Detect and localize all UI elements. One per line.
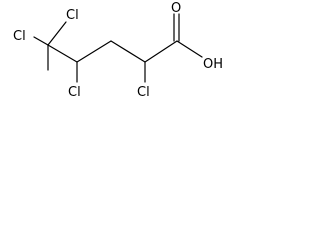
chemical-structure-diagram: Cl Cl Cl Cl O OH [13, 1, 223, 100]
atom-label-cl-left: Cl [13, 29, 26, 44]
atom-label-oxygen: O [171, 1, 181, 16]
bond-c5-cl-left [33, 36, 49, 46]
atom-label-cl-c2: Cl [137, 85, 150, 100]
bonds [33, 13, 203, 83]
atom-label-cl-c4: Cl [68, 85, 81, 100]
atom-labels: Cl Cl Cl Cl O OH [13, 1, 223, 100]
bond-c5-c4 [47, 44, 78, 63]
bond-c4-c3 [76, 40, 112, 63]
bond-c2-c1 [144, 40, 178, 63]
bond-c5-cl-top [47, 21, 67, 46]
bond-c3-c2 [110, 40, 146, 63]
structure-canvas: Cl Cl Cl Cl O OH [0, 0, 240, 117]
atom-label-cl-top: Cl [66, 8, 79, 23]
bond-c1-oh [176, 40, 203, 58]
atom-label-hydroxyl: OH [203, 57, 223, 72]
